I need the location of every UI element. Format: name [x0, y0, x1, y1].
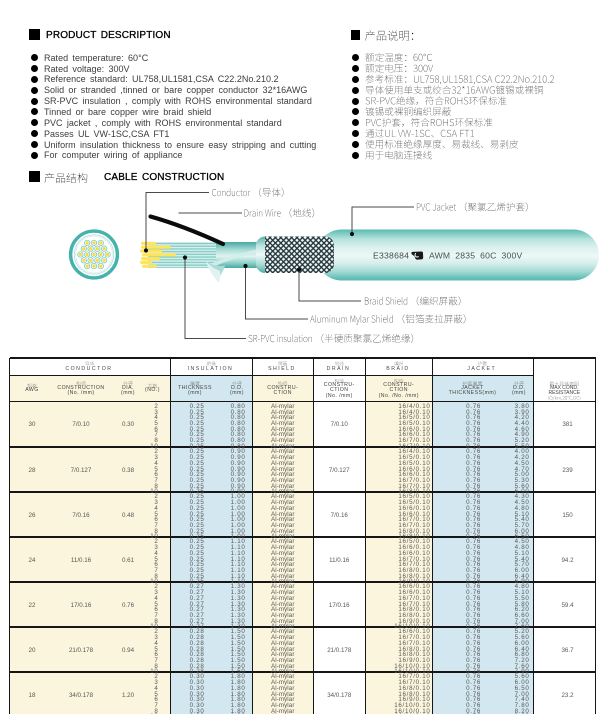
- svg-text:AWM 2835 60C 300V: AWM 2835 60C 300V: [429, 250, 522, 260]
- svg-text:E338684: E338684: [373, 250, 409, 260]
